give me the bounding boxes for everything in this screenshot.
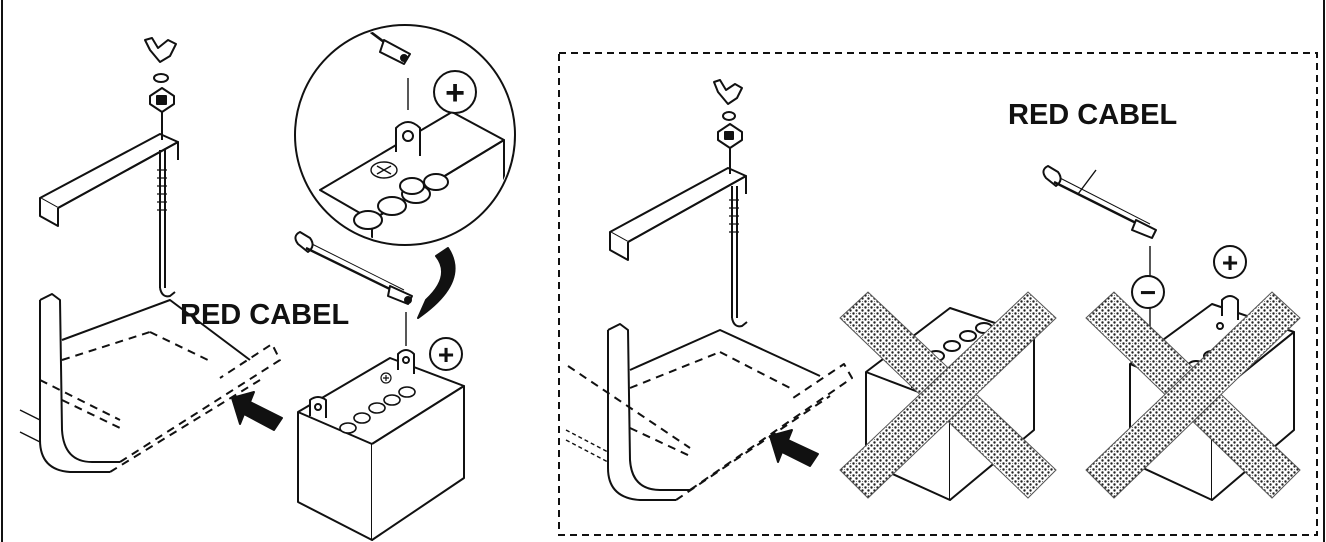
svg-text:−: − [1140,277,1156,308]
j-bolt [157,112,176,298]
red-cable-label-right: RED CABEL [1008,99,1177,131]
wrong-cross-icon [839,291,1057,499]
red-cable-right [1042,165,1157,330]
insert-arrow-icon [231,391,283,431]
detail-pointer [417,247,456,319]
red-cable-left [294,231,413,346]
wrong-cross-icon [1085,291,1301,499]
plus-circle-icon: + [1213,245,1247,279]
battery-caps [339,386,416,434]
svg-text:+: + [438,339,454,370]
battery-correct [297,349,465,541]
wing-nut-icon [713,79,743,149]
wing-nut-icon [144,37,177,113]
plus-circle-icon: + [429,337,463,371]
battery-tray [19,293,281,473]
wrong-installation-frame [558,52,1318,536]
svg-text:+: + [1222,247,1238,278]
insert-arrow-icon [769,429,819,467]
clamp-bar [39,133,179,227]
battery-tray [565,323,853,501]
minus-circle-icon: − [1131,275,1165,309]
terminal-detail-circle [294,24,516,246]
clamp-bar [609,167,747,261]
plus-circle-icon: + [433,70,477,114]
svg-text:+: + [445,74,465,112]
j-bolt [729,148,748,328]
negative-terminal [309,396,327,418]
red-cable-label-left: RED CABEL [180,299,349,331]
